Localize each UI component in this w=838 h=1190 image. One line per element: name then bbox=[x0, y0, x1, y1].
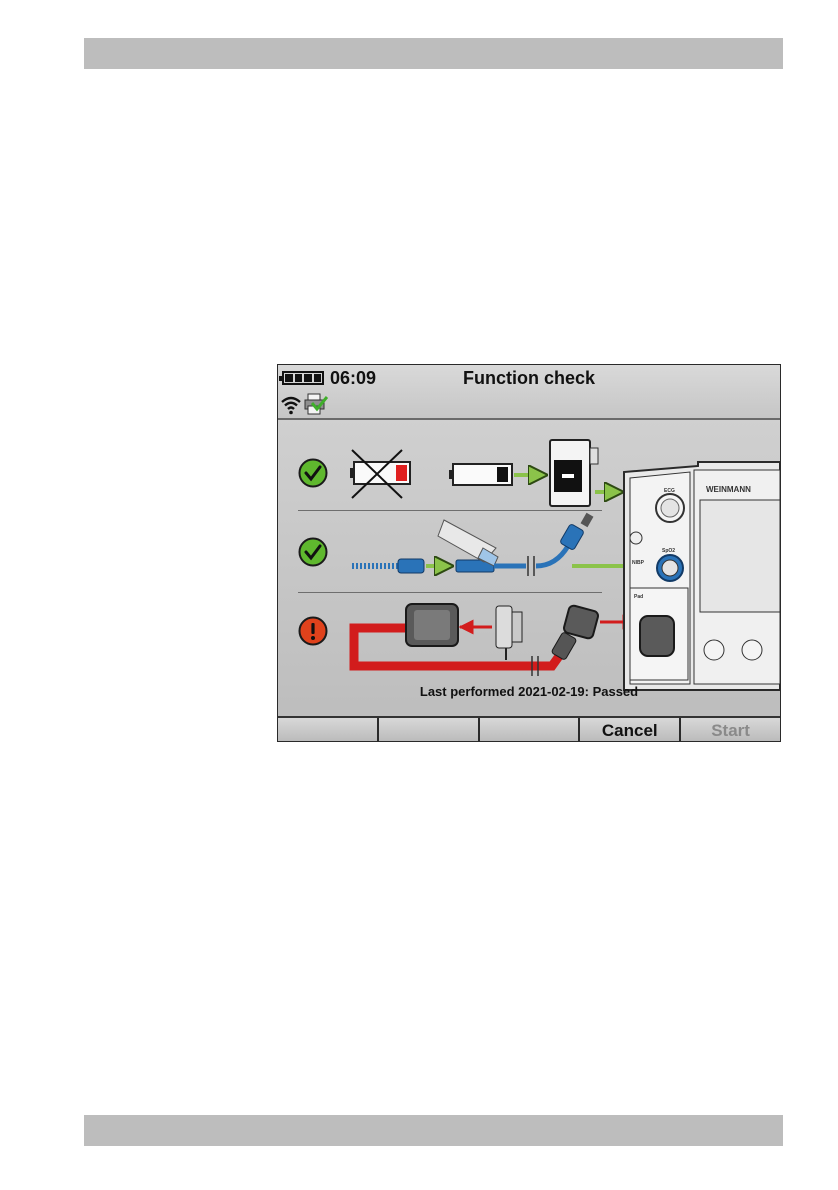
softkey-bar: Cancel Start bbox=[278, 716, 780, 742]
spo2-sensor-icon bbox=[352, 513, 660, 576]
softkey-1[interactable] bbox=[278, 718, 377, 742]
softkey-3[interactable] bbox=[480, 718, 579, 742]
page-title: Function check bbox=[278, 368, 780, 389]
battery-pack-icon bbox=[550, 440, 598, 506]
wifi-icon bbox=[280, 393, 302, 415]
last-performed-text: Last performed 2021-02-19: Passed bbox=[278, 684, 780, 699]
defibrillation-pad-cable-icon bbox=[354, 604, 636, 676]
cancel-button[interactable]: Cancel bbox=[580, 718, 679, 742]
monitor-device-illustration: WEINMANN ECG SpO2 NIBP Pad bbox=[624, 462, 780, 690]
page-footer-band bbox=[84, 1115, 783, 1146]
device-brand-label: WEINMANN bbox=[706, 485, 751, 494]
function-check-panel: WEINMANN ECG SpO2 NIBP Pad bbox=[278, 420, 780, 716]
port-label-ecg: ECG bbox=[664, 488, 675, 494]
softkey-2[interactable] bbox=[379, 718, 478, 742]
start-button[interactable]: Start bbox=[681, 718, 780, 742]
empty-battery-crossed-icon bbox=[350, 450, 410, 498]
page-header-band bbox=[84, 38, 783, 69]
port-label-nibp: NIBP bbox=[632, 560, 645, 566]
status-bar: 06:09 Function check bbox=[278, 365, 780, 420]
printer-check-icon bbox=[304, 393, 328, 415]
port-label-pad: Pad bbox=[634, 594, 643, 600]
function-check-illustration: WEINMANN ECG SpO2 NIBP Pad bbox=[278, 420, 780, 716]
port-label-spo2: SpO2 bbox=[662, 548, 675, 554]
battery-icon bbox=[449, 464, 512, 485]
device-screen: 06:09 Function check bbox=[277, 364, 781, 742]
